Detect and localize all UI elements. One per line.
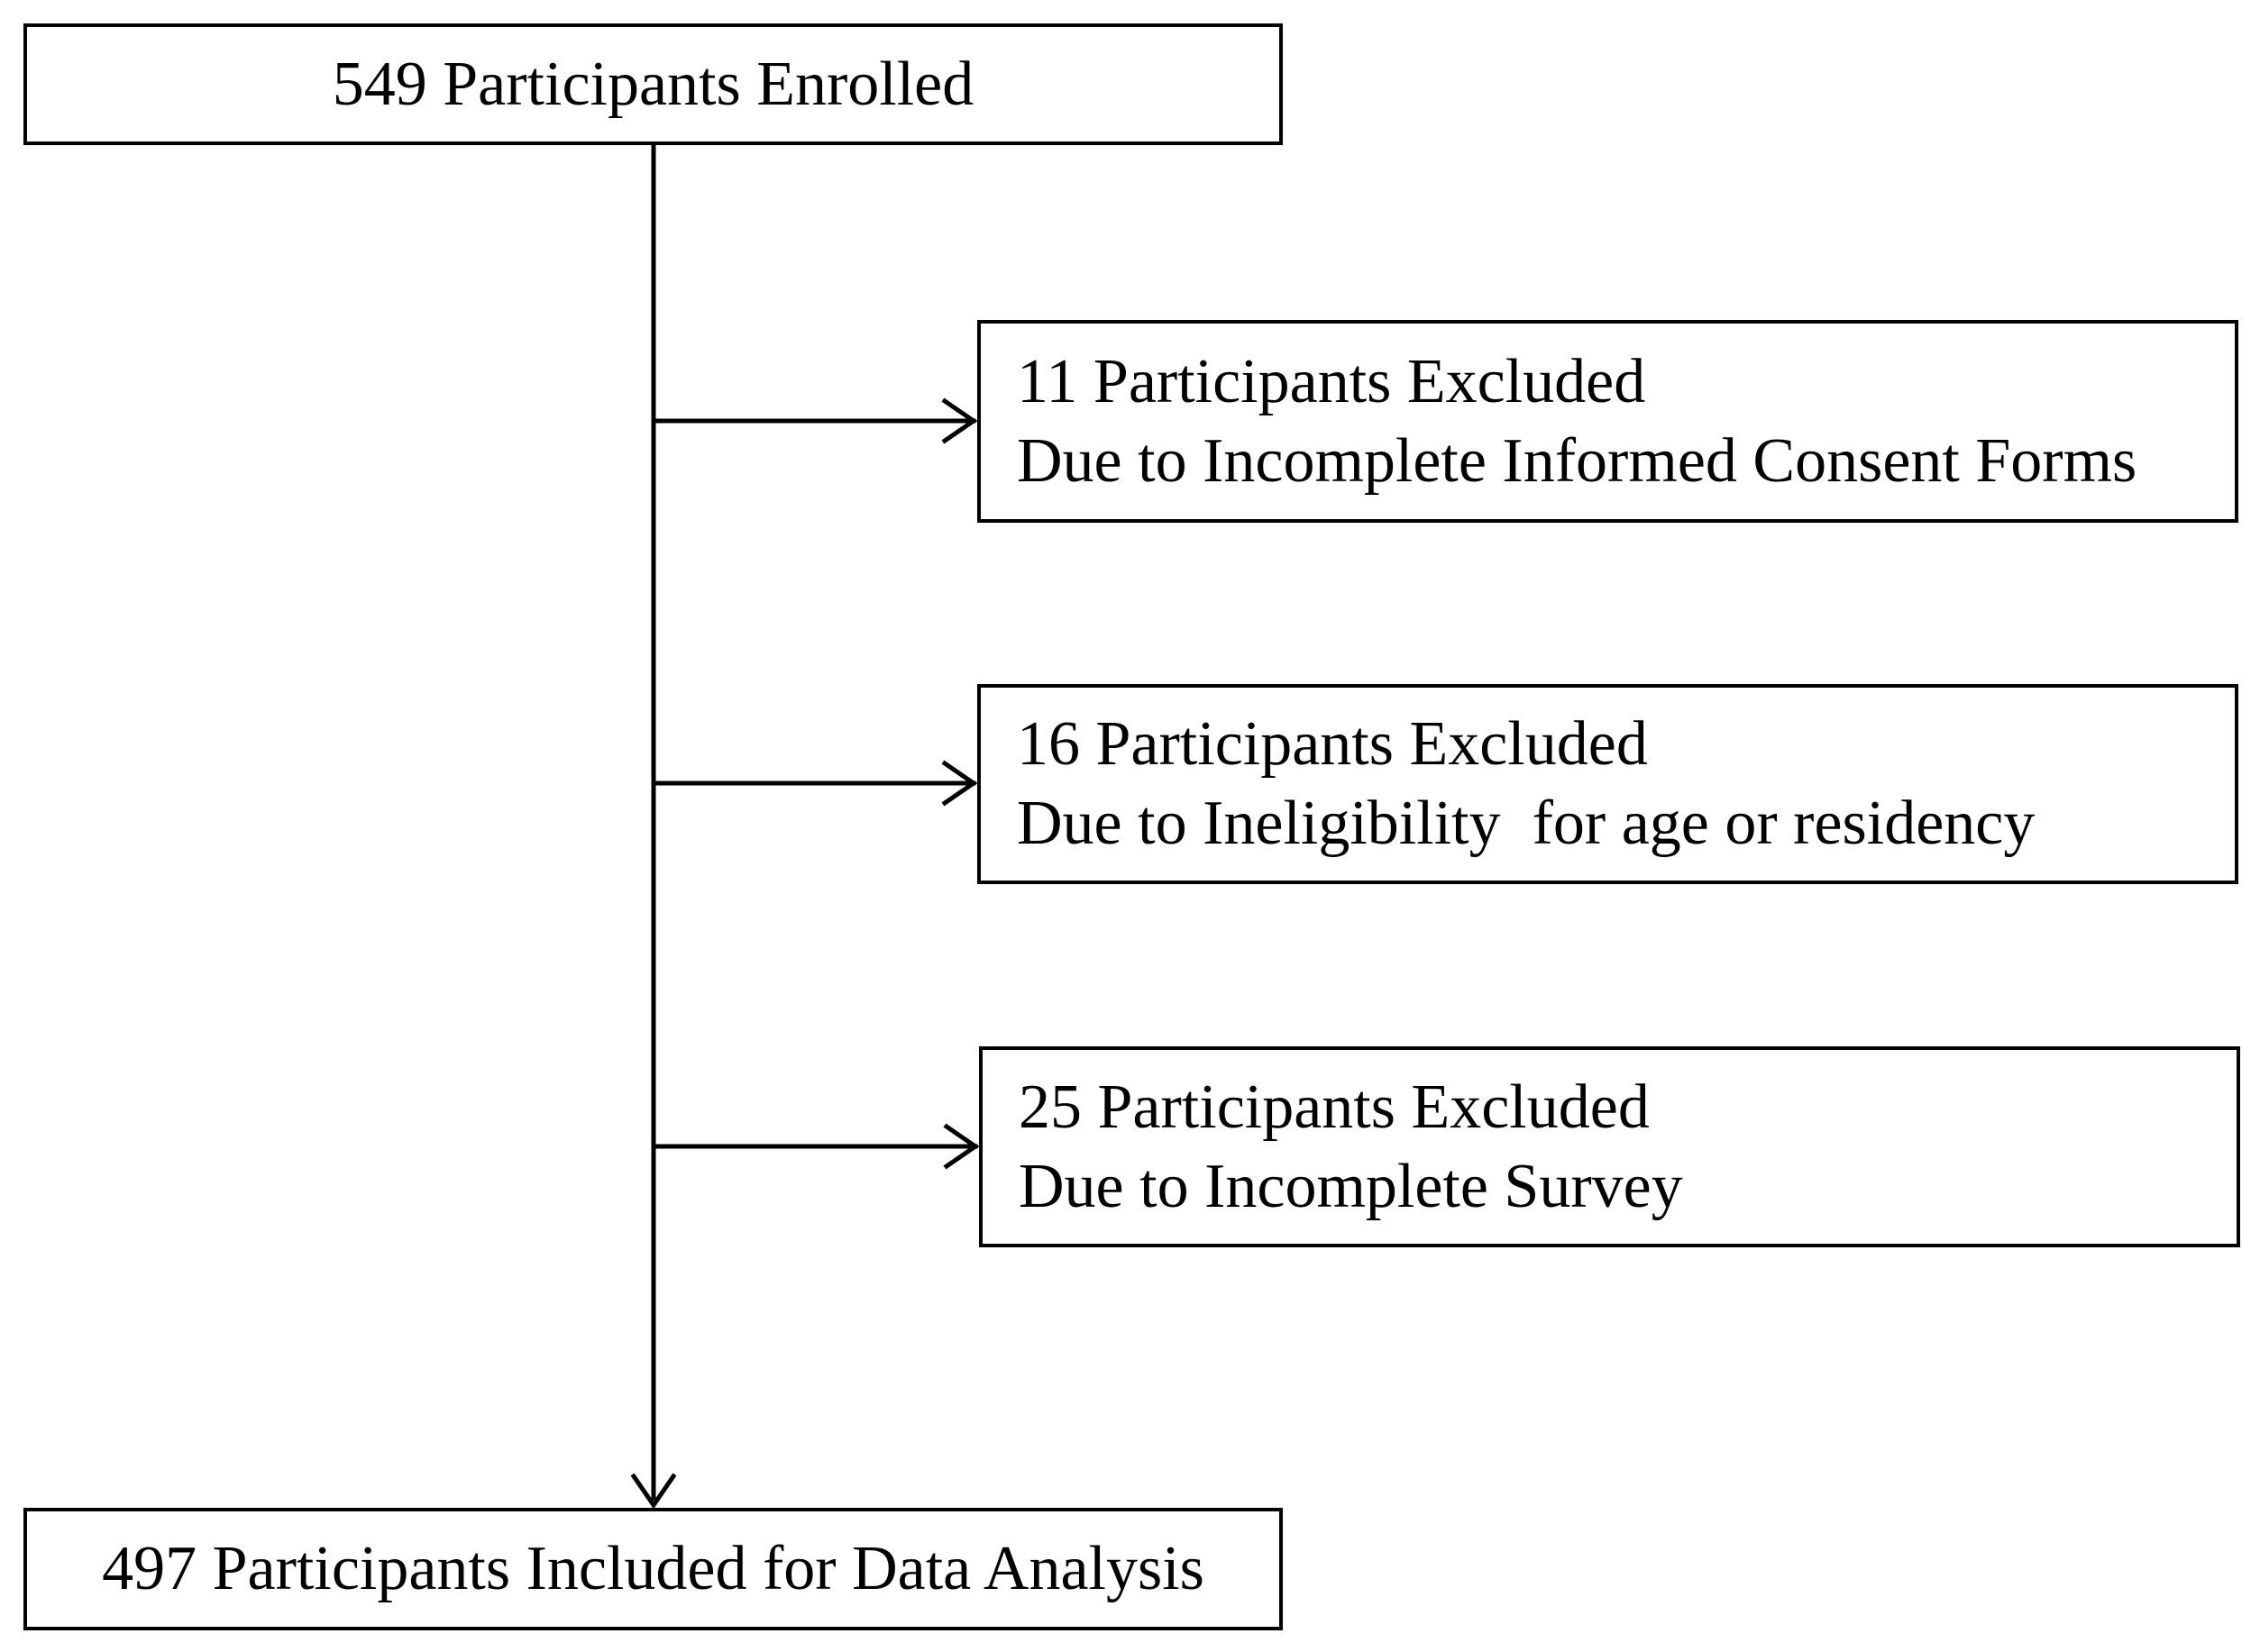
exclusion-reason-label: Due to Incomplete Informed Consent Forms (1017, 425, 2137, 496)
exclusion-box-survey: 25 Participants Excluded Due to Incomple… (979, 1046, 2240, 1247)
exclusion-reason-label: Due to Incomplete Survey (1019, 1151, 1683, 1221)
final-arrowhead (630, 1473, 677, 1510)
exclusion-box-ineligibility: 16 Participants Excluded Due to Ineligib… (977, 684, 2238, 884)
exclusion-reason-label: Due to Ineligibility for age or residenc… (1017, 789, 2036, 858)
included-label: 497 Participants Included for Data Analy… (102, 1534, 1204, 1603)
exclusion-box-consent: 11 Participants Excluded Due to Incomple… (977, 320, 2238, 523)
branch-arrowhead-2 (941, 760, 978, 807)
enrolled-box: 549 Participants Enrolled (23, 23, 1283, 145)
enrolled-label: 549 Participants Enrolled (332, 49, 974, 119)
included-box: 497 Participants Included for Data Analy… (23, 1508, 1283, 1630)
branch-arrowhead-1 (941, 397, 978, 444)
exclusion-count-label: 25 Participants Excluded (1019, 1072, 1650, 1142)
exclusion-count-label: 11 Participants Excluded (1017, 346, 1646, 416)
branch-arrowhead-3 (943, 1123, 980, 1170)
exclusion-count-label: 16 Participants Excluded (1017, 709, 1648, 779)
